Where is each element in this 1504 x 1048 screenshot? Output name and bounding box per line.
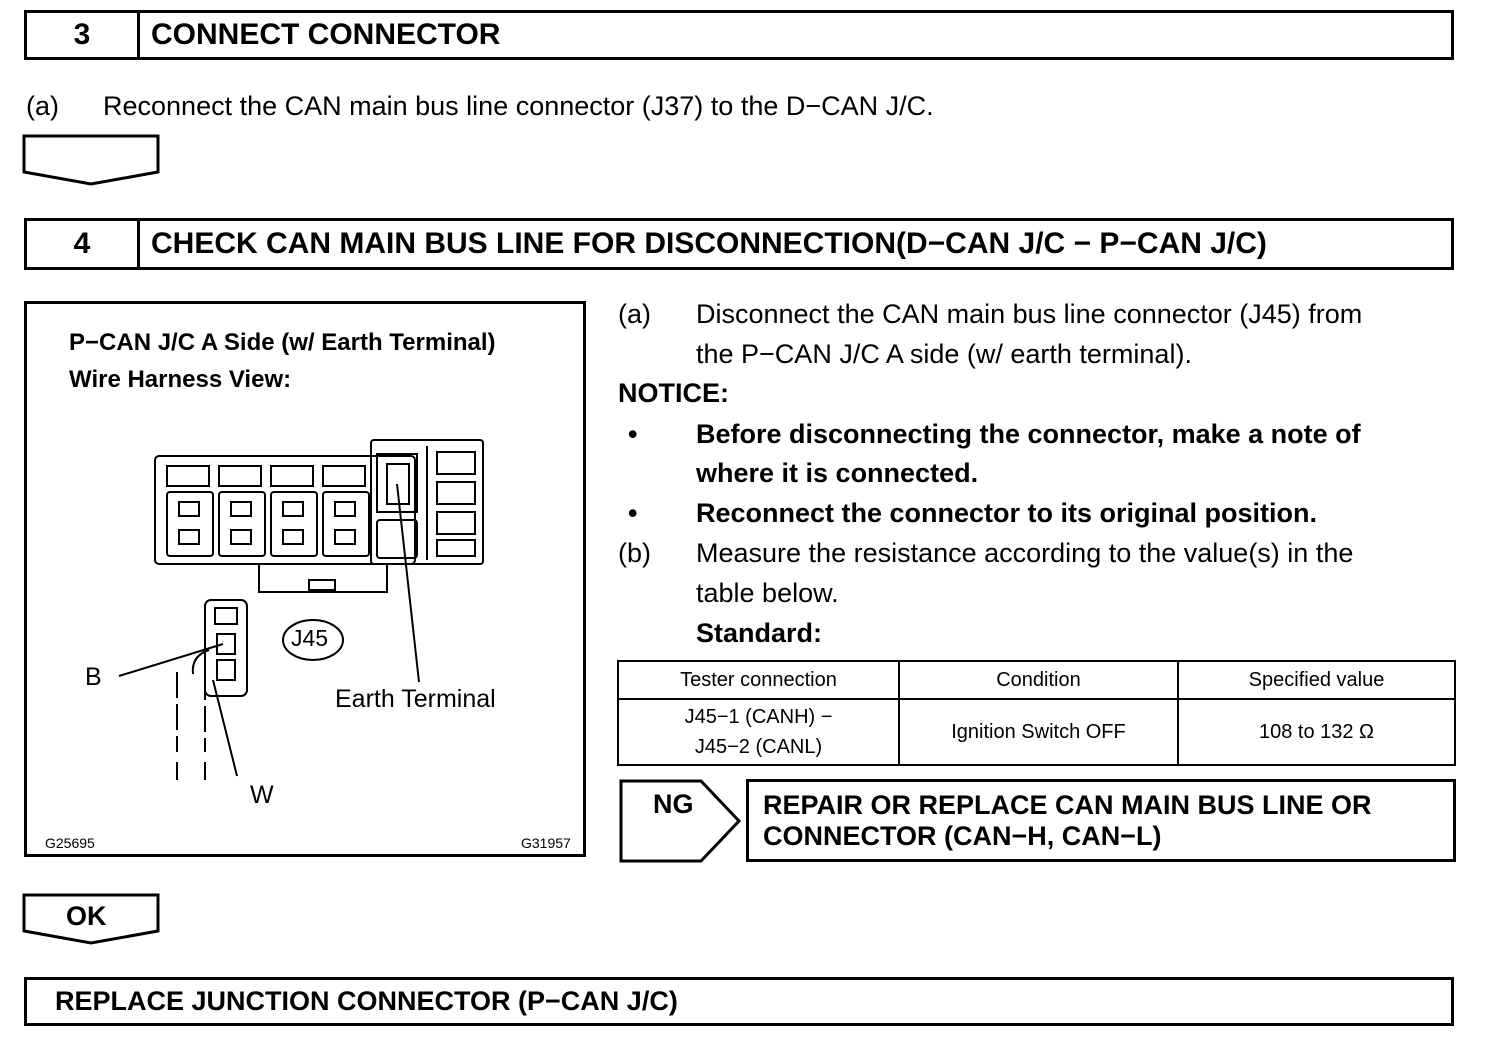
final-step-title: REPLACE JUNCTION CONNECTOR (P−CAN J/C)	[55, 986, 678, 1016]
final-step-box: REPLACE JUNCTION CONNECTOR (P−CAN J/C)	[24, 977, 1454, 1026]
step3-header: 3 CONNECT CONNECTOR	[24, 10, 1454, 60]
step4-a-line1: Disconnect the CAN main bus line connect…	[696, 299, 1363, 329]
table-header-tester: Tester connection	[617, 660, 900, 700]
figure-title-line1: P−CAN J/C A Side (w/ Earth Terminal)	[69, 329, 496, 356]
notice-item-1-line2: where it is connected.	[696, 458, 979, 488]
step3-a-marker: (a)	[26, 91, 59, 121]
table-header-row: Tester connection Condition Specified va…	[617, 660, 1456, 700]
step4-title: CHECK CAN MAIN BUS LINE FOR DISCONNECTIO…	[151, 227, 1267, 260]
step3-a-text: Reconnect the CAN main bus line connecto…	[103, 91, 934, 121]
ng-result-box: REPAIR OR REPLACE CAN MAIN BUS LINE OR C…	[746, 779, 1456, 862]
notice-label: NOTICE:	[618, 378, 729, 408]
ng-result-line1: REPAIR OR REPLACE CAN MAIN BUS LINE OR	[763, 790, 1372, 820]
ok-arrow-icon	[22, 893, 160, 945]
notice-bullet-2: •	[628, 498, 638, 528]
step4-number: 4	[27, 221, 140, 267]
ng-arrow-icon	[619, 779, 742, 863]
step3-title: CONNECT CONNECTOR	[151, 18, 501, 51]
ng-label: NG	[653, 789, 694, 819]
connector-diagram-icon	[118, 439, 484, 780]
ok-label: OK	[66, 901, 107, 931]
wire-label-b: B	[85, 663, 102, 691]
notice-item-2: Reconnect the connector to its original …	[696, 498, 1318, 528]
connector-label-j45: J45	[291, 625, 329, 651]
step4-header: 4 CHECK CAN MAIN BUS LINE FOR DISCONNECT…	[24, 218, 1454, 270]
step4-b-marker: (b)	[618, 538, 651, 568]
step4-b-line1: Measure the resistance according to the …	[696, 538, 1354, 568]
tester-line2: J45−2 (CANL)	[694, 736, 823, 758]
notice-item-1-line1: Before disconnecting the connector, make…	[696, 419, 1361, 449]
figure-code-right: G31957	[521, 835, 571, 851]
table-cell-tester: J45−1 (CANH) − J45−2 (CANL)	[617, 698, 900, 766]
next-arrow-icon	[22, 134, 160, 186]
table-header-value: Specified value	[1177, 660, 1456, 700]
table-cell-condition: Ignition Switch OFF	[898, 698, 1179, 766]
connector-figure: P−CAN J/C A Side (w/ Earth Terminal) Wir…	[24, 301, 586, 857]
notice-bullet-1: •	[628, 419, 638, 449]
wire-label-w: W	[250, 781, 274, 809]
tester-line1: J45−1 (CANH) −	[684, 706, 833, 728]
table-row: J45−1 (CANH) − J45−2 (CANL) Ignition Swi…	[617, 698, 1456, 766]
earth-terminal-label: Earth Terminal	[335, 685, 496, 713]
standard-label: Standard:	[696, 618, 823, 648]
figure-code-left: G25695	[45, 835, 95, 851]
spec-table: Tester connection Condition Specified va…	[617, 660, 1456, 766]
step4-a-line2: the P−CAN J/C A side (w/ earth terminal)…	[696, 339, 1192, 369]
ng-result-line2: CONNECTOR (CAN−H, CAN−L)	[763, 821, 1162, 851]
step4-a-marker: (a)	[618, 299, 651, 329]
table-cell-value: 108 to 132 Ω	[1177, 698, 1456, 766]
step4-b-line2: table below.	[696, 578, 839, 608]
table-header-condition: Condition	[898, 660, 1179, 700]
figure-title-line2: Wire Harness View:	[69, 366, 292, 393]
step3-number: 3	[27, 13, 140, 57]
